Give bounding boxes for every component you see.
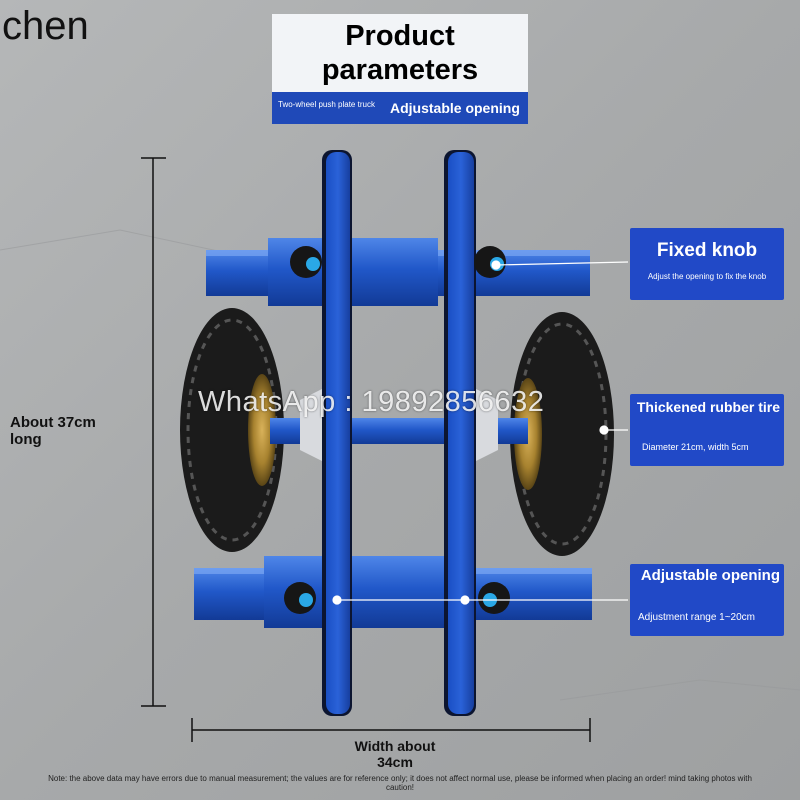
knob xyxy=(284,582,316,614)
footnote: Note: the above data may have errors due… xyxy=(48,774,752,792)
rubber-tire-callout: Thickened rubber tire Diameter 21cm, wid… xyxy=(630,394,784,466)
length-dimension-line xyxy=(141,157,166,707)
width-label: Width about 34cm xyxy=(354,738,436,770)
title-line-2: parameters xyxy=(321,54,479,86)
callout-title: Thickened rubber tire xyxy=(636,399,780,415)
knob xyxy=(474,246,506,278)
watermark-text: WhatsApp : 19892856632 xyxy=(198,386,545,418)
knob xyxy=(290,246,322,278)
left-wheel xyxy=(180,308,284,552)
callout-leaders xyxy=(332,260,629,605)
subtitle-ribbon: Two-wheel push plate truck Adjustable op… xyxy=(272,92,528,124)
ribbon-large-text: Adjustable opening xyxy=(390,100,520,116)
right-clamp-plate xyxy=(444,150,476,716)
fixed-knob-callout: Fixed knob Adjust the opening to fix the… xyxy=(630,228,784,300)
callout-subtitle: Adjust the opening to fix the knob xyxy=(647,272,767,281)
callout-subtitle: Adjustment range 1~20cm xyxy=(638,612,756,623)
adjustable-opening-callout: Adjustable opening Adjustment range 1~20… xyxy=(630,564,784,636)
width-dimension-line xyxy=(191,718,591,742)
callout-title: Fixed knob xyxy=(656,240,758,261)
knob xyxy=(478,582,510,614)
ribbon-small-text: Two-wheel push plate truck xyxy=(278,100,375,109)
title-box: Product parameters xyxy=(272,14,528,92)
brand-text: chen xyxy=(2,4,89,48)
title-line-1: Product xyxy=(345,20,455,52)
callout-subtitle: Diameter 21cm, width 5cm xyxy=(642,442,749,452)
left-clamp-plate xyxy=(322,150,352,716)
callout-title: Adjustable opening xyxy=(640,567,780,584)
length-label: About 37cm long xyxy=(10,414,96,448)
